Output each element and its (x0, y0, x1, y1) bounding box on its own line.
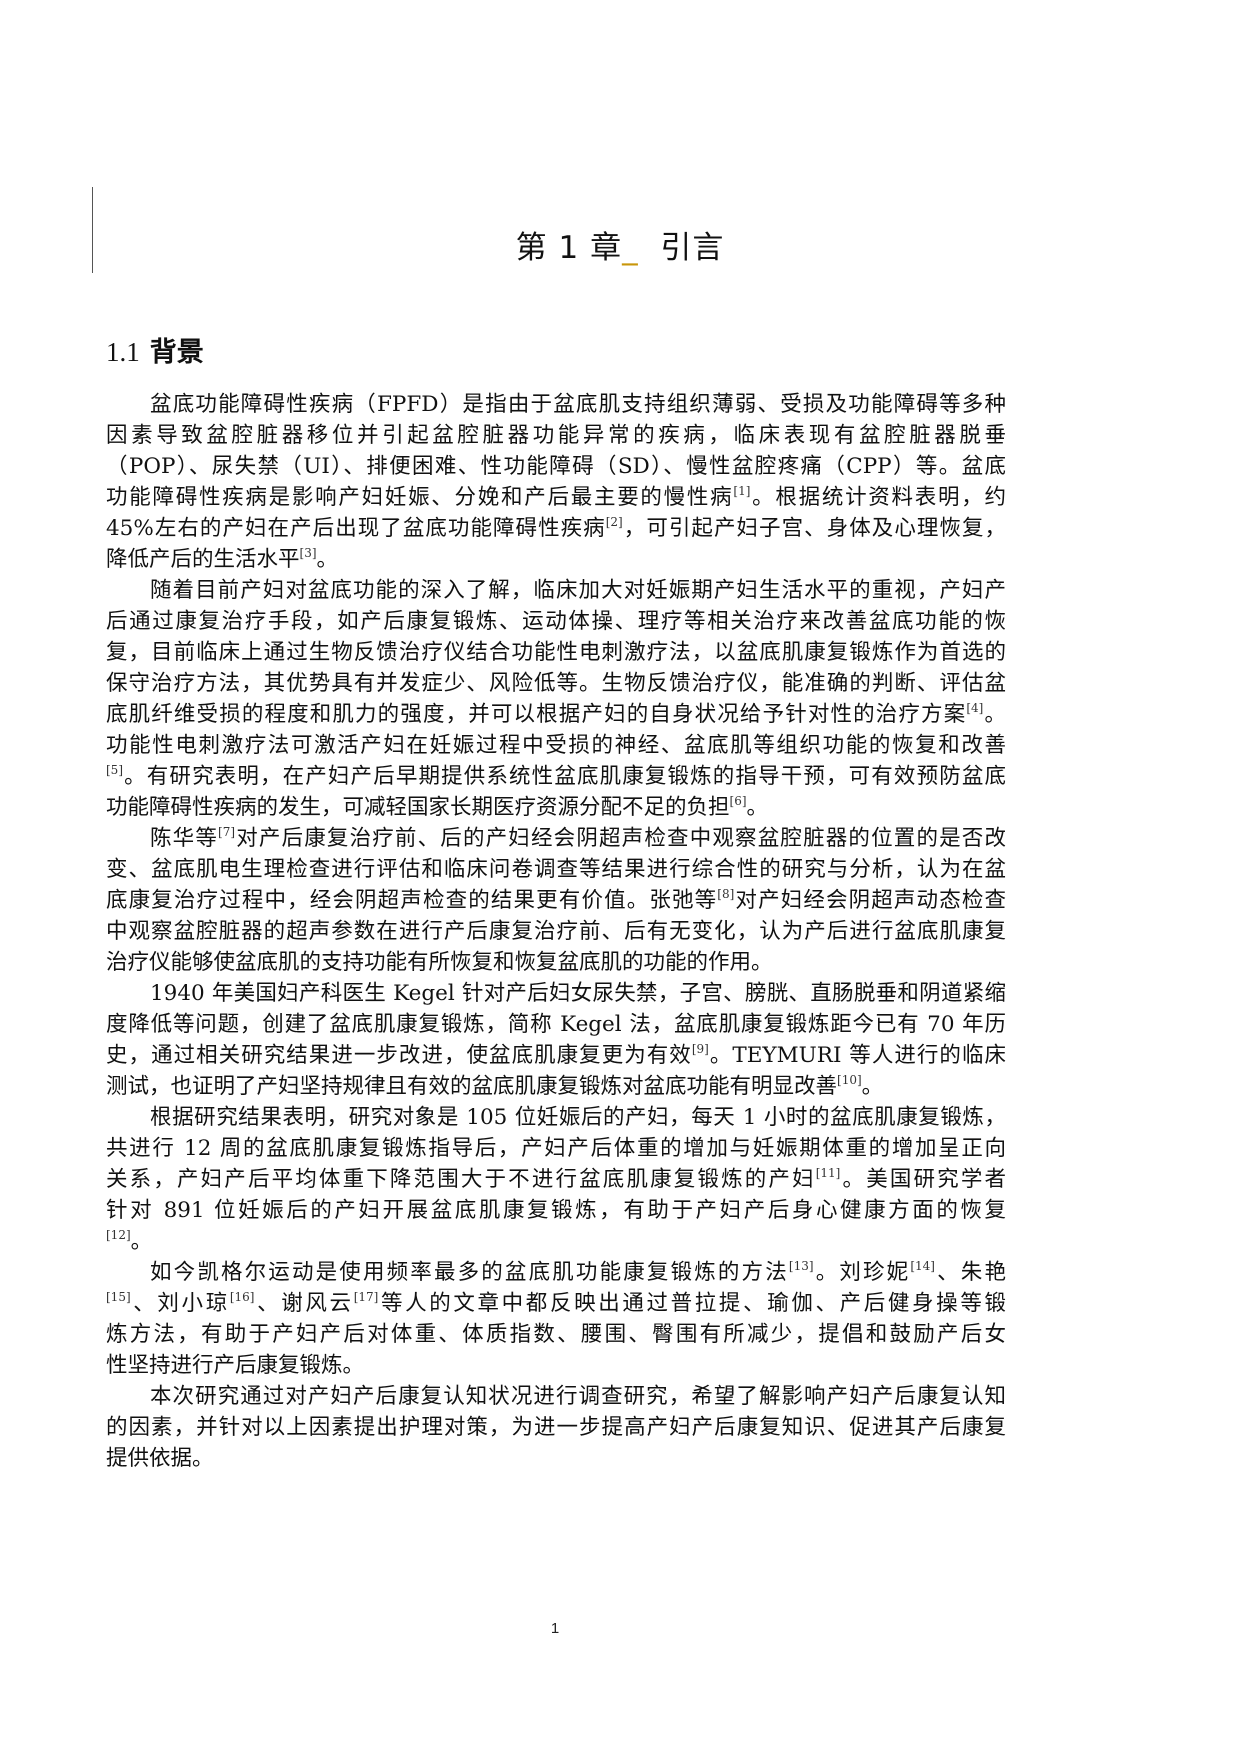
chapter-separator: _ (622, 230, 639, 266)
citation-ref: [16] (229, 1290, 255, 1304)
citation-ref: [12] (106, 1228, 131, 1242)
text-line: [12]。 (106, 1228, 153, 1254)
text-line: 保守治疗方法，其优势具有并发症少、风险低等。生物反馈治疗仪，能准确的判断、评估盆 (106, 671, 1006, 696)
body-text: 盆底功能障碍性疾病（FPFD）是指由于盆底肌支持组织薄弱、受损及功能障碍等多种因… (106, 389, 1006, 1474)
text-line: 共进行 12 周的盆底肌康复锻炼指导后，产妇产后体重的增加与妊娠期体重的增加呈正… (106, 1136, 1006, 1161)
section-number: 1.1 (106, 337, 140, 367)
citation-ref: [14] (910, 1259, 935, 1273)
paragraph: 1940 年美国妇产科医生 Kegel 针对产后妇女尿失禁，子宫、膀胱、直肠脱垂… (106, 978, 1006, 1102)
text-line: 度降低等问题，创建了盆底肌康复锻炼，简称 Kegel 法，盆底肌康复锻炼距今已有… (106, 1012, 1006, 1037)
text-line: 提供依据。 (106, 1446, 214, 1471)
text-line: 功能性电刺激疗法可激活产妇在妊娠过程中受损的神经、盆底肌等组织功能的恢复和改善 (106, 733, 1006, 758)
text-line: 史，通过相关研究结果进一步改进，使盆底肌康复更为有效[9]。TEYMURI 等人… (106, 1042, 1006, 1068)
text-line: 陈华等[7]对产后康复治疗前、后的产妇经会阴超声检查中观察盆腔脏器的位置的是否改 (150, 825, 1006, 851)
text-line: 盆底功能障碍性疾病（FPFD）是指由于盆底肌支持组织薄弱、受损及功能障碍等多种 (150, 392, 1006, 417)
text-line: 本次研究通过对产妇产后康复认知状况进行调查研究，希望了解影响产妇产后康复认知 (150, 1384, 1006, 1409)
text-line: [15]、刘小琼[16]、谢风云[17]等人的文章中都反映出通过普拉提、瑜伽、产… (106, 1290, 1006, 1316)
text-line: 炼方法，有助于产妇产后对体重、体质指数、腰围、臀围有所减少，提倡和鼓励产后女 (106, 1322, 1006, 1347)
text-line: 随着目前产妇对盆底功能的深入了解，临床加大对妊娠期产妇生活水平的重视，产妇产 (150, 578, 1006, 603)
citation-ref: [7] (218, 825, 236, 839)
text-line: 1940 年美国妇产科医生 Kegel 针对产后妇女尿失禁，子宫、膀胱、直肠脱垂… (150, 981, 1006, 1006)
text-line: 功能障碍性疾病是影响产妇妊娠、分娩和产后最主要的慢性病[1]。根据统计资料表明，… (106, 484, 1006, 510)
text-line: （POP）、尿失禁（UI）、排便困难、性功能障碍（SD）、慢性盆腔疼痛（CPP）… (106, 454, 1006, 479)
text-line: 性坚持进行产后康复锻炼。 (106, 1353, 365, 1378)
citation-ref: [8] (717, 887, 735, 901)
paragraph: 根据研究结果表明，研究对象是 105 位妊娠后的产妇，每天 1 小时的盆底肌康复… (106, 1102, 1006, 1257)
text-line: 的因素，并针对以上因素提出护理对策，为进一步提高产妇产后康复知识、促进其产后康复 (106, 1415, 1006, 1440)
section-title: 背景 (149, 337, 204, 368)
text-line: 后通过康复治疗手段，如产后康复锻炼、运动体操、理疗等相关治疗来改善盆底功能的恢 (106, 609, 1006, 634)
citation-ref: [9] (691, 1042, 709, 1056)
citation-ref: [15] (106, 1290, 131, 1304)
citation-ref: [4] (966, 701, 984, 715)
text-line: 因素导致盆腔脏器移位并引起盆腔脏器功能异常的疾病，临床表现有盆腔脏器脱垂 (106, 423, 1006, 448)
text-line: 底康复治疗过程中，经会阴超声检查的结果更有价值。张弛等[8]对产妇经会阴超声动态… (106, 887, 1006, 913)
citation-ref: [1] (733, 484, 751, 498)
text-line: [5]。有研究表明，在产妇产后早期提供系统性盆底肌康复锻炼的指导干预，可有效预防… (106, 763, 1006, 789)
text-line: 治疗仪能够使盆底肌的支持功能有所恢复和恢复盆底肌的功能的作用。 (106, 950, 773, 975)
paragraph: 随着目前产妇对盆底功能的深入了解，临床加大对妊娠期产妇生活水平的重视，产妇产后通… (106, 575, 1006, 823)
text-line: 如今凯格尔运动是使用频率最多的盆底肌功能康复锻炼的方法[13]。刘珍妮[14]、… (150, 1259, 1006, 1285)
citation-ref: [13] (788, 1259, 814, 1273)
text-line: 复，目前临床上通过生物反馈治疗仪结合功能性电刺激疗法，以盆底肌康复锻炼作为首选的 (106, 640, 1006, 665)
chapter-name: 引言 (660, 230, 725, 266)
text-line: 中观察盆腔脏器的超声参数在进行产后康复治疗前、后有无变化，认为产后进行盆底肌康复 (106, 919, 1006, 944)
chapter-prefix: 第 1 章 (515, 230, 623, 266)
text-line: 45%左右的产妇在产后出现了盆底功能障碍性疾病[2]，可引起产妇子宫、身体及心理… (106, 515, 1006, 541)
text-line: 底肌纤维受损的程度和肌力的强度，并可以根据产妇的自身状况给予针对性的治疗方案[4… (106, 701, 1006, 727)
text-line: 关系，产妇产后平均体重下降范围大于不进行盆底肌康复锻炼的产妇[11]。美国研究学… (106, 1166, 1006, 1192)
revision-change-bar (92, 187, 93, 273)
text-line: 测试，也证明了产妇坚持规律且有效的盆底肌康复锻炼对盆底功能有明显改善[10]。 (106, 1073, 884, 1099)
text-line: 变、盆底肌电生理检查进行评估和临床问卷调查等结果进行综合性的研究与分析，认为在盆 (106, 857, 1006, 882)
page-number: 1 (550, 1620, 560, 1637)
text-line: 针对 891 位妊娠后的产妇开展盆底肌康复锻炼，有助于产妇产后身心健康方面的恢复 (106, 1198, 1006, 1223)
text-line: 降低产后的生活水平[3]。 (106, 546, 339, 572)
citation-ref: [11] (815, 1166, 841, 1180)
section-heading: 1.1 背景 (106, 330, 204, 369)
chapter-title: 第 1 章_ 引言 (0, 222, 1240, 267)
citation-ref: [3] (299, 546, 317, 560)
citation-ref: [17] (353, 1290, 379, 1304)
citation-ref: [5] (106, 763, 123, 777)
text-line: 根据研究结果表明，研究对象是 105 位妊娠后的产妇，每天 1 小时的盆底肌康复… (150, 1105, 1006, 1130)
paragraph: 如今凯格尔运动是使用频率最多的盆底肌功能康复锻炼的方法[13]。刘珍妮[14]、… (106, 1257, 1006, 1381)
text-line: 功能障碍性疾病的发生，可减轻国家长期医疗资源分配不足的负担[6]。 (106, 794, 769, 820)
paragraph: 本次研究通过对产妇产后康复认知状况进行调查研究，希望了解影响产妇产后康复认知的因… (106, 1381, 1006, 1474)
paragraph: 陈华等[7]对产后康复治疗前、后的产妇经会阴超声检查中观察盆腔脏器的位置的是否改… (106, 823, 1006, 978)
citation-ref: [2] (605, 515, 623, 529)
citation-ref: [10] (837, 1073, 862, 1087)
citation-ref: [6] (729, 794, 747, 808)
paragraph: 盆底功能障碍性疾病（FPFD）是指由于盆底肌支持组织薄弱、受损及功能障碍等多种因… (106, 389, 1006, 575)
